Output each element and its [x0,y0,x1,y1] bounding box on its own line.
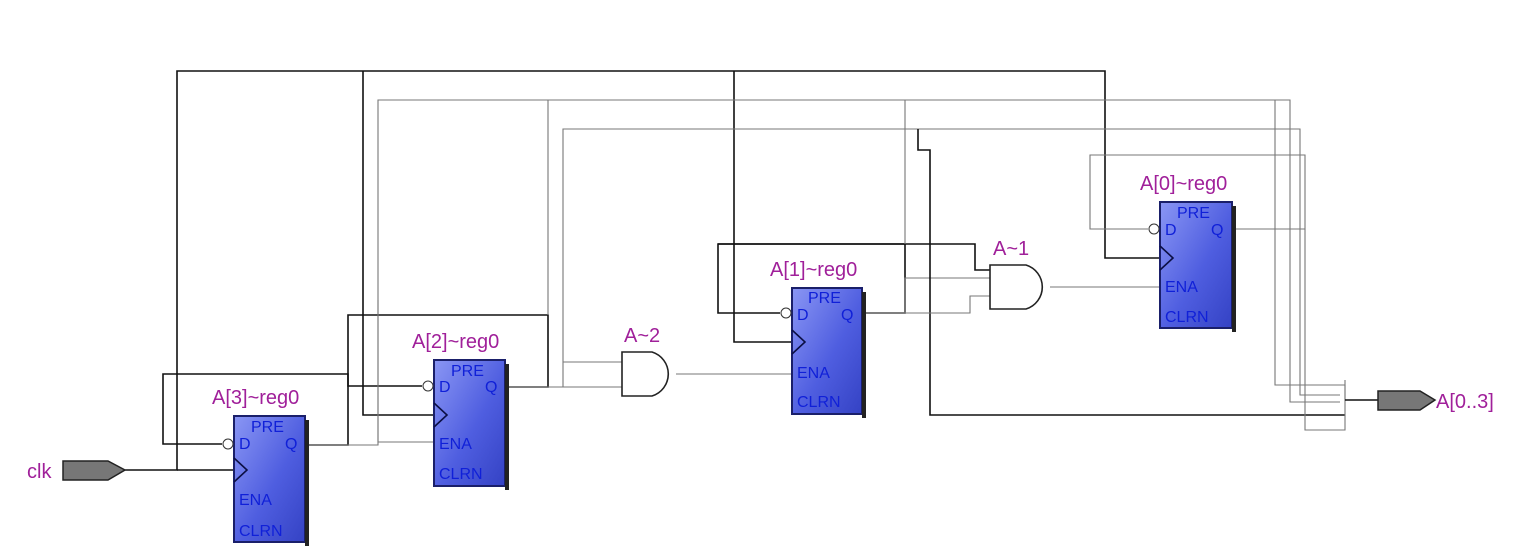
and-gate-a1[interactable]: A~1 [989,238,1044,310]
pin-d: D [797,307,809,324]
input-port-clk[interactable]: clk [27,460,127,483]
pin-pre: PRE [451,363,484,380]
register-a3[interactable]: PRE D Q ENA CLRN A[3]~reg0 [212,387,309,546]
pin-q: Q [841,307,853,324]
wire-a1-feedback-2 [718,243,990,271]
wire-a3-to-a2-ena [377,300,434,443]
pin-d: D [239,436,251,453]
pin-ena: ENA [797,365,830,382]
wire-clk-trunk [125,70,1160,471]
register-a0[interactable]: PRE D Q ENA CLRN A[0]~reg0 [1140,173,1236,332]
pin-clrn: CLRN [797,394,841,411]
wire-network [125,70,1378,471]
wire-a0-feedback [1089,154,1306,230]
wire-a0-out [1304,229,1346,431]
register-label: A[1]~reg0 [770,259,857,281]
and-gate-a2[interactable]: A~2 [621,325,670,397]
wire-a1-to-g1 [904,277,990,313]
wire-clk-a2 [362,71,434,416]
register-label: A[0]~reg0 [1140,173,1227,195]
wire-clk-a1 [733,71,792,343]
wire-a3-out [305,99,1340,446]
wire-a2-to-g1 [862,295,990,314]
pin-clrn: CLRN [439,466,483,483]
output-port-a[interactable]: A[0..3] [1377,390,1494,413]
register-a1[interactable]: PRE D Q ENA CLRN A[1]~reg0 [770,259,866,418]
pin-d: D [1165,222,1177,239]
register-a2[interactable]: PRE D Q ENA CLRN A[2]~reg0 [412,331,509,490]
gate-label: A~1 [993,238,1029,260]
port-label: A[0..3] [1436,391,1494,413]
register-label: A[3]~reg0 [212,387,299,409]
pin-ena: ENA [439,436,472,453]
pin-q: Q [1211,222,1223,239]
pin-clrn: CLRN [1165,309,1209,326]
port-label: clk [27,461,52,483]
pin-d: D [439,379,451,396]
register-label: A[2]~reg0 [412,331,499,353]
pin-pre: PRE [251,419,284,436]
gate-label: A~2 [624,325,660,347]
pin-ena: ENA [239,492,272,509]
pin-q: Q [485,379,497,396]
wire-a1-out [917,129,1345,416]
pin-ena: ENA [1165,279,1198,296]
pin-pre: PRE [808,290,841,307]
pin-clrn: CLRN [239,523,283,540]
pin-pre: PRE [1177,205,1210,222]
wire-a2-out [562,128,1340,396]
pin-q: Q [285,436,297,453]
